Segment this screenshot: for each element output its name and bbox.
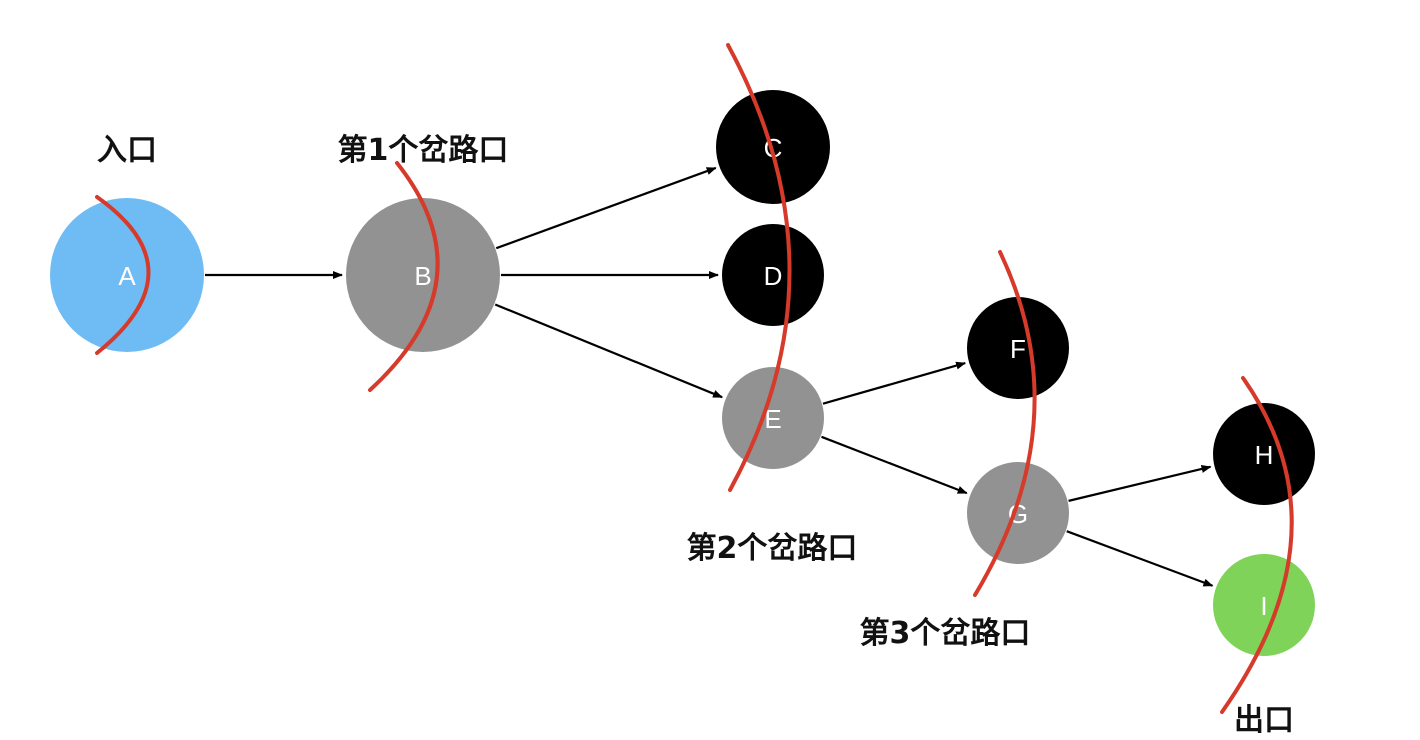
label-entry: 入口	[97, 133, 157, 168]
arrow-B-C	[495, 166, 717, 250]
cut-line-fork-1	[368, 161, 440, 392]
cut-line-exit	[1220, 376, 1294, 714]
arrow-G-I	[1066, 530, 1214, 587]
node-label: D	[764, 261, 783, 291]
node-G: G	[967, 462, 1069, 564]
node-label: F	[1010, 334, 1026, 364]
node-F: F	[967, 297, 1069, 399]
label-fork-2: 第2个岔路口	[687, 531, 858, 566]
node-D: D	[722, 224, 824, 326]
cut-line-entry	[95, 195, 151, 355]
node-label: E	[764, 404, 781, 434]
label-exit: 出口	[1234, 703, 1294, 738]
arrow-B-E	[494, 303, 724, 399]
label-fork-1: 第1个岔路口	[338, 133, 509, 168]
node-label: H	[1255, 440, 1274, 470]
arrow-E-F	[822, 361, 967, 405]
cut-line-fork-3	[973, 250, 1037, 597]
node-circle	[967, 462, 1069, 564]
cut-lines	[95, 43, 1294, 714]
node-label: A	[118, 261, 136, 291]
node-E: E	[722, 367, 824, 469]
node-B: B	[346, 198, 500, 352]
node-label: B	[414, 261, 431, 291]
node-circle	[50, 198, 204, 352]
arrow-E-G	[821, 435, 968, 495]
node-I: I	[1213, 554, 1315, 656]
node-label: I	[1260, 591, 1267, 621]
cut-line-fork-2	[726, 43, 792, 492]
arrow-G-H	[1068, 465, 1212, 502]
node-circle	[1213, 554, 1315, 656]
node-A: A	[50, 198, 204, 352]
label-fork-3: 第3个岔路口	[860, 616, 1031, 651]
node-circle	[967, 297, 1069, 399]
node-circle	[722, 367, 824, 469]
node-circle	[346, 198, 500, 352]
node-circle	[722, 224, 824, 326]
node-H: H	[1213, 403, 1315, 505]
edges	[205, 166, 1214, 587]
